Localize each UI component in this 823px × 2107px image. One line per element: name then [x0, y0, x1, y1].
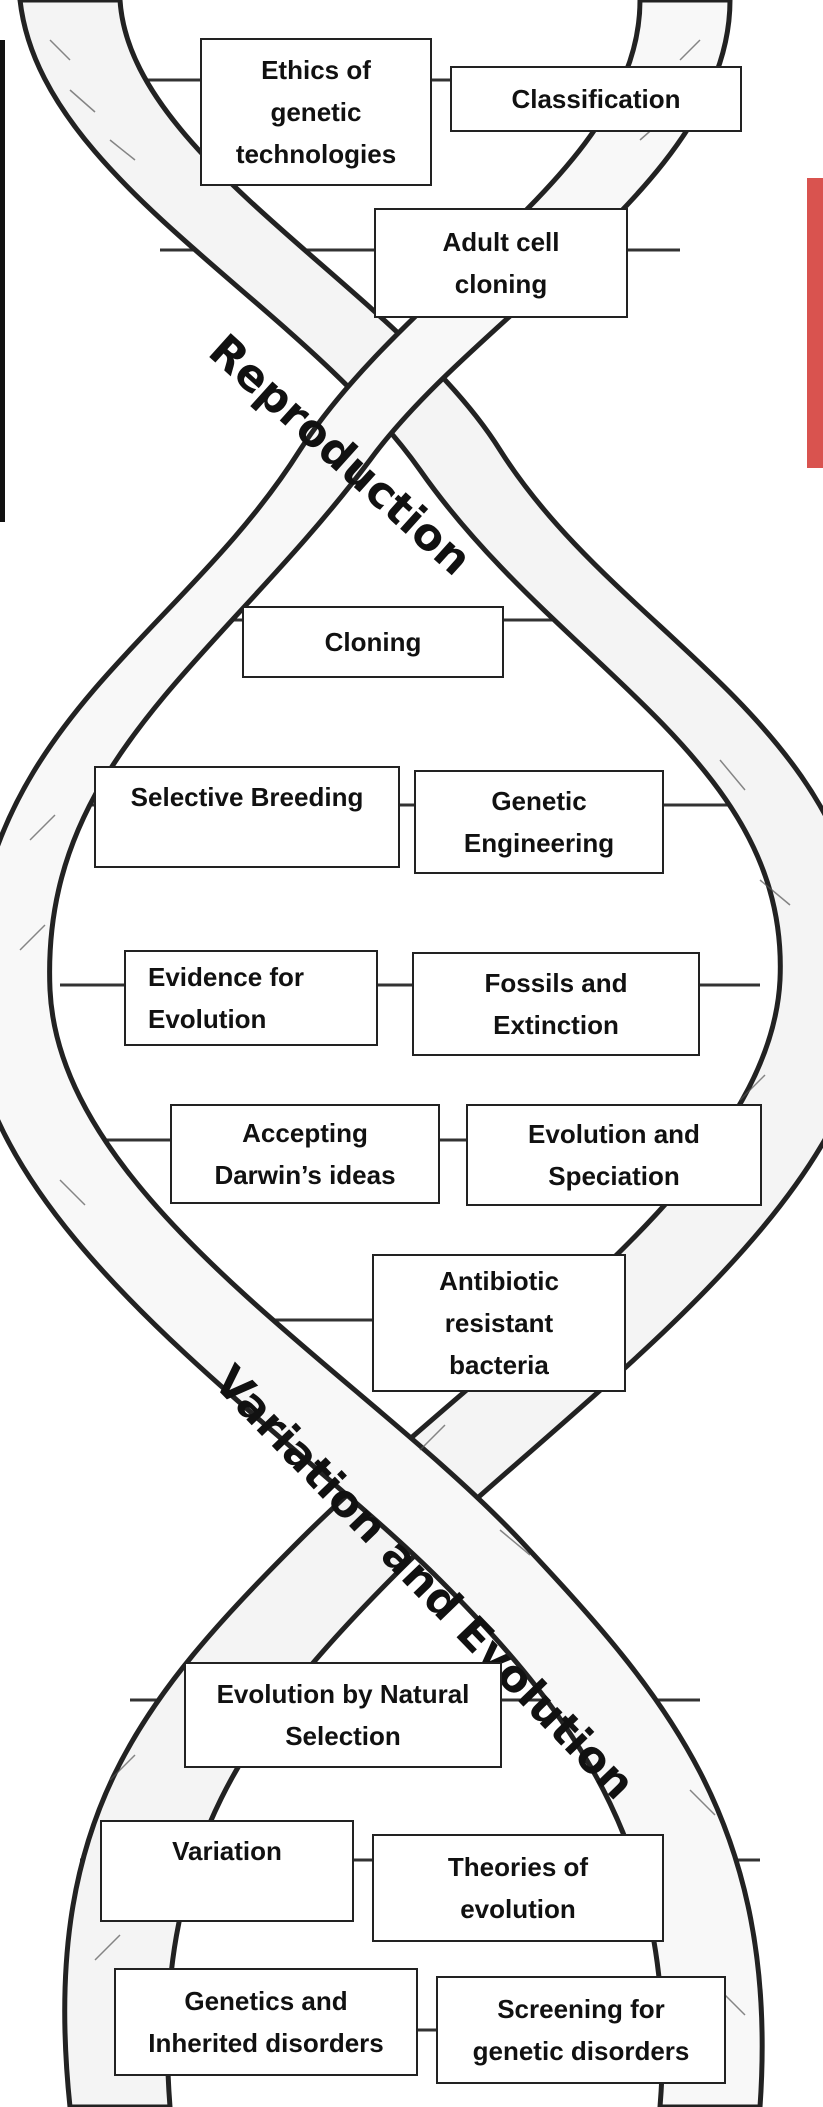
topic-accepting-darwins-ideas[interactable]: Accepting Darwin’s ideas [170, 1104, 440, 1204]
topic-screening-for-genetic-disorders[interactable]: Screening for genetic disorders [436, 1976, 726, 2084]
topic-evidence-for-evolution[interactable]: Evidence for Evolution [124, 950, 378, 1046]
topic-classification[interactable]: Classification [450, 66, 742, 132]
topic-adult-cell-cloning[interactable]: Adult cell cloning [374, 208, 628, 318]
topic-evolution-by-natural-selection[interactable]: Evolution by Natural Selection [184, 1662, 502, 1768]
topic-variation[interactable]: Variation [100, 1820, 354, 1922]
topic-ethics-of-genetic-technologies[interactable]: Ethics of genetic technologies [200, 38, 432, 186]
topic-genetic-engineering[interactable]: Genetic Engineering [414, 770, 664, 874]
left-edge-bar [0, 40, 5, 522]
topic-antibiotic-resistant-bacteria[interactable]: Antibiotic resistant bacteria [372, 1254, 626, 1392]
topic-cloning[interactable]: Cloning [242, 606, 504, 678]
topic-selective-breeding[interactable]: Selective Breeding [94, 766, 400, 868]
topic-genetics-and-inherited-disorders[interactable]: Genetics and Inherited disorders [114, 1968, 418, 2076]
topic-evolution-and-speciation[interactable]: Evolution and Speciation [466, 1104, 762, 1206]
right-edge-tab [807, 178, 823, 468]
topic-theories-of-evolution[interactable]: Theories of evolution [372, 1834, 664, 1942]
topic-fossils-and-extinction[interactable]: Fossils and Extinction [412, 952, 700, 1056]
